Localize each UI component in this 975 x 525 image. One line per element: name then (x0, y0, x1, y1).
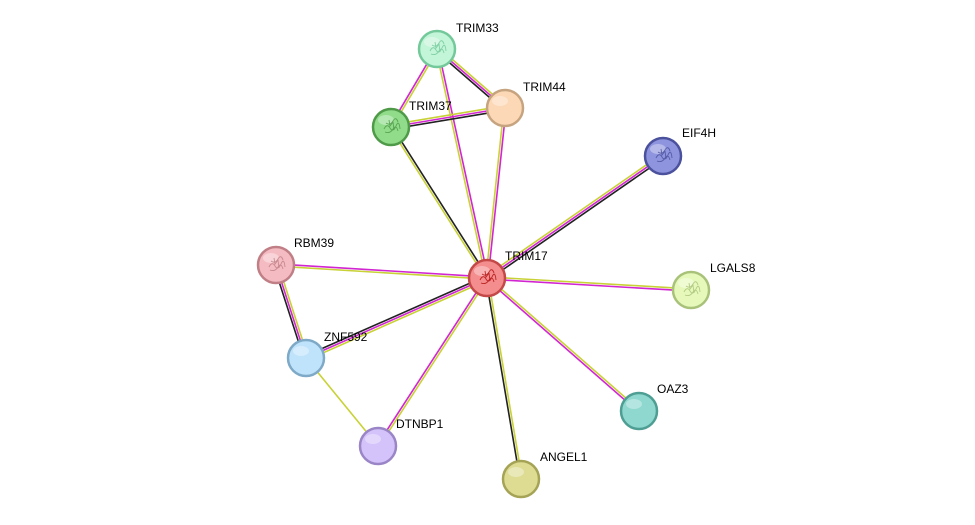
edge-strand-coexpression (392, 126, 488, 277)
node-rbm39[interactable]: RBM39 (258, 236, 334, 283)
edge-strand-experiments (276, 264, 487, 277)
edge-trim17-lgals8[interactable] (487, 277, 691, 291)
edge-trim17-trim37[interactable] (390, 126, 488, 278)
node-circle[interactable] (503, 461, 539, 497)
node-eif4h[interactable]: EIF4H (645, 126, 716, 174)
edge-trim17-trim44[interactable] (486, 108, 506, 278)
node-label-rbm39: RBM39 (294, 236, 334, 250)
edge-strand-textmining (488, 278, 522, 479)
edge-strand-textmining (488, 277, 640, 410)
node-trim33[interactable]: TRIM33 (419, 21, 499, 67)
edge-strand-experiments (488, 108, 506, 278)
node-label-trim17: TRIM17 (505, 249, 548, 263)
node-dtnbp1[interactable]: DTNBP1 (360, 417, 444, 464)
node-label-lgals8: LGALS8 (710, 261, 756, 275)
node-circle[interactable] (258, 247, 294, 283)
node-label-trim33: TRIM33 (456, 21, 499, 35)
edge-trim17-angel1[interactable] (486, 278, 522, 479)
edge-strand-coexpression (486, 278, 520, 479)
edge-strand-textmining (486, 108, 504, 278)
node-circle[interactable] (360, 428, 396, 464)
edge-strand-experiments (486, 279, 638, 412)
edge-strand-textmining (436, 49, 486, 278)
node-highlight (626, 399, 642, 409)
node-circle[interactable] (373, 109, 409, 145)
node-highlight (492, 96, 508, 106)
node-lgals8[interactable]: LGALS8 (673, 261, 756, 308)
node-circle[interactable] (487, 90, 523, 126)
node-label-trim44: TRIM44 (523, 80, 566, 94)
node-label-oaz3: OAZ3 (657, 382, 689, 396)
node-trim37[interactable]: TRIM37 (373, 99, 452, 145)
node-circle[interactable] (673, 272, 709, 308)
node-label-trim37: TRIM37 (409, 99, 452, 113)
node-label-dtnbp1: DTNBP1 (396, 417, 444, 431)
edge-trim17-rbm39[interactable] (276, 264, 487, 279)
node-highlight (508, 467, 524, 477)
edge-strand-experiments (487, 279, 691, 291)
node-label-eif4h: EIF4H (682, 126, 716, 140)
edge-trim17-oaz3[interactable] (486, 277, 639, 412)
node-oaz3[interactable]: OAZ3 (621, 382, 689, 429)
node-circle[interactable] (288, 340, 324, 376)
node-trim44[interactable]: TRIM44 (487, 80, 566, 126)
edge-strand-textmining (487, 277, 691, 289)
node-circle[interactable] (645, 138, 681, 174)
node-circle[interactable] (621, 393, 657, 429)
node-highlight (365, 434, 381, 444)
node-highlight (293, 346, 309, 356)
node-circle[interactable] (419, 31, 455, 67)
edge-strand-textmining (276, 266, 487, 279)
node-circle[interactable] (469, 260, 505, 296)
node-label-angel1: ANGEL1 (540, 450, 588, 464)
node-label-znf592: ZNF592 (324, 330, 368, 344)
